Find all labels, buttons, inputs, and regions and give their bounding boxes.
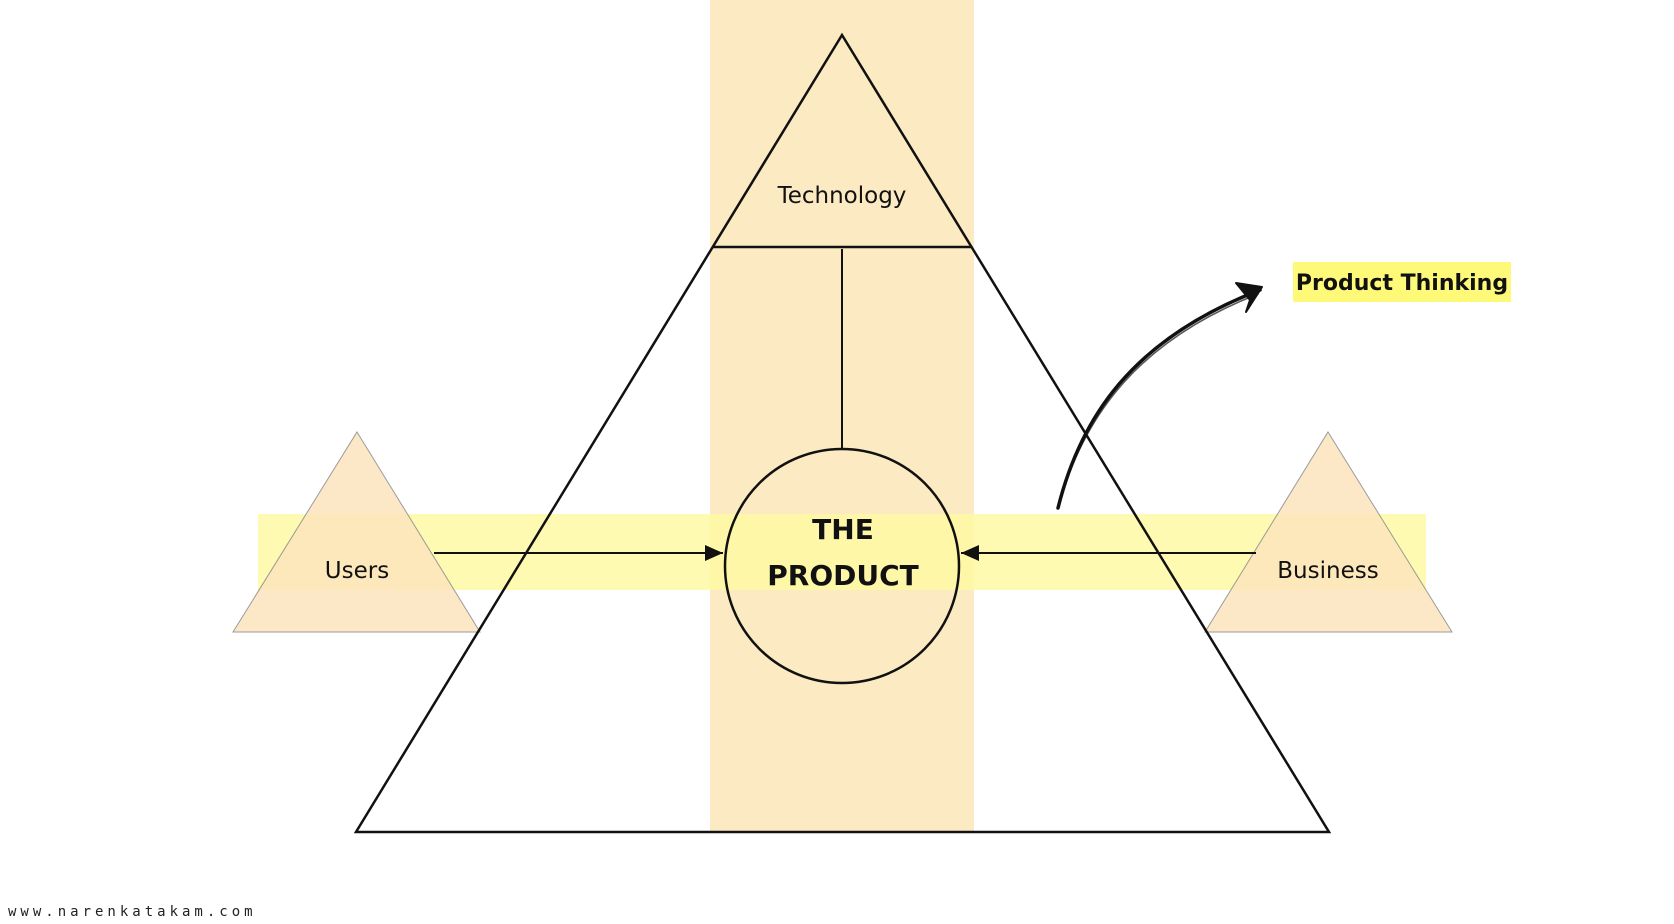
product-circle (723, 447, 961, 685)
product-label-line2: PRODUCT (767, 559, 919, 592)
business-triangle (1204, 431, 1453, 633)
users-triangle (232, 431, 481, 633)
users-label: Users (325, 558, 389, 584)
callout-label: Product Thinking (1296, 271, 1508, 296)
callout-curved-arrow-sketch (1059, 293, 1259, 501)
footer-website: www.narenkatakam.com (8, 904, 257, 920)
callout-highlight (1293, 262, 1511, 302)
technology-label: Technology (777, 183, 907, 209)
callout-arrowhead (1235, 282, 1263, 313)
product-label-line1: THE (812, 513, 874, 546)
callout-curved-arrow (1056, 288, 1262, 510)
business-label: Business (1277, 558, 1378, 584)
